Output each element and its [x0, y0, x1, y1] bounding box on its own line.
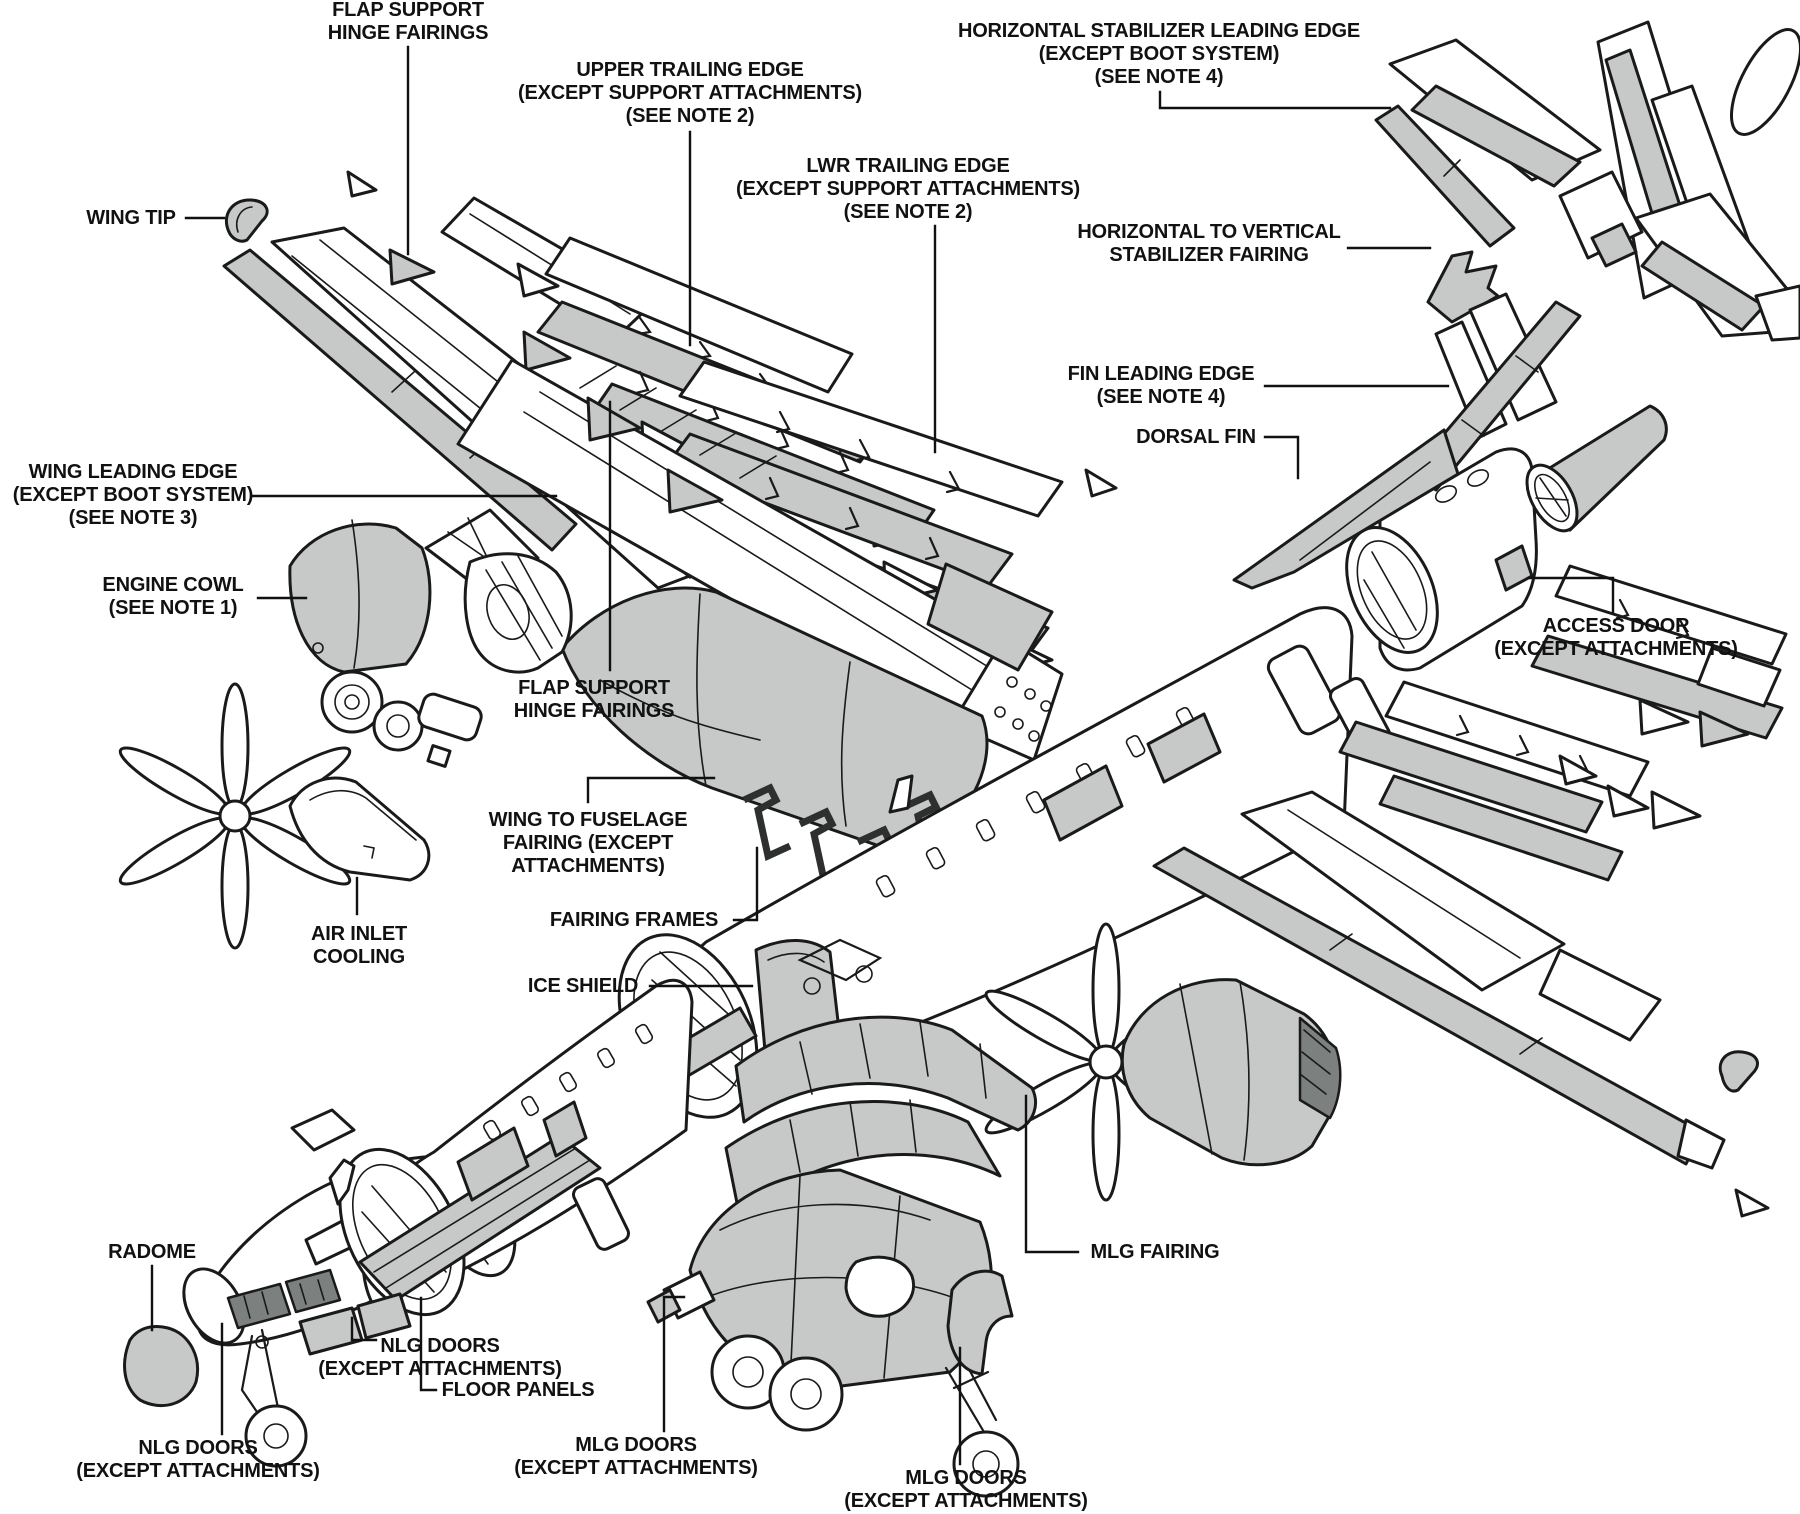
label-upper-trailing-edge: UPPER TRAILING EDGE (EXCEPT SUPPORT ATTA…	[517, 59, 863, 127]
part-mlg-door	[946, 1269, 1014, 1376]
part-left-engine-group	[118, 508, 573, 950]
label-lwr-trailing-edge: LWR TRAILING EDGE (EXCEPT SUPPORT ATTACH…	[735, 155, 1081, 223]
part-right-wing-group	[1152, 790, 1770, 1218]
label-wing-leading-edge: WING LEADING EDGE (EXCEPT BOOT SYSTEM) (…	[12, 461, 254, 529]
label-nlg-doors-nose: NLG DOORS (EXCEPT ATTACHMENTS)	[76, 1437, 320, 1482]
leader-mlg-fairing	[1024, 1094, 1080, 1254]
label-horizontal-to-vertical-stabilizer-fairing: HORIZONTAL TO VERTICAL STABILIZER FAIRIN…	[1077, 221, 1341, 266]
part-tail-cone	[1525, 404, 1668, 533]
label-flap-support-hinge-fairings-mid: FLAP SUPPORT HINGE FAIRINGS	[513, 677, 675, 722]
label-mlg-doors-left: MLG DOORS (EXCEPT ATTACHMENTS)	[514, 1434, 758, 1479]
leader-nlg-doors-fwd	[350, 1316, 378, 1342]
leader-lines	[150, 45, 1615, 1466]
label-mlg-doors-right: MLG DOORS (EXCEPT ATTACHMENTS)	[844, 1467, 1088, 1512]
part-mlg-group	[646, 1015, 1037, 1498]
label-wing-to-fuselage-fairing: WING TO FUSELAGE FAIRING (EXCEPT ATTACHM…	[488, 809, 688, 877]
part-forward-fuselage	[328, 979, 694, 1317]
part-tail-assembly	[1374, 20, 1800, 492]
leader-wing-to-fuselage-fairing	[586, 776, 716, 804]
leader-access-door	[1528, 576, 1615, 614]
label-floor-panels: FLOOR PANELS	[441, 1379, 595, 1401]
label-engine-cowl: ENGINE COWL (SEE NOTE 1)	[102, 574, 244, 619]
leader-fairing-frames	[732, 846, 759, 922]
leader-horizontal-stabilizer-leading-edge	[1158, 90, 1392, 110]
part-access-door	[1494, 544, 1534, 592]
leader-mlg-doors-left	[662, 1295, 686, 1433]
part-air-inlet	[288, 776, 431, 882]
part-wing-to-fuselage-fairing	[560, 562, 1054, 858]
label-wing-tip: WING TIP	[86, 207, 176, 229]
label-flap-support-hinge-fairings-top: FLAP SUPPORT HINGE FAIRINGS	[327, 0, 489, 44]
label-ice-shield: ICE SHIELD	[527, 975, 639, 997]
label-fin-leading-edge: FIN LEADING EDGE (SEE NOTE 4)	[1067, 363, 1255, 408]
part-far-right-cluster	[1530, 564, 1788, 818]
label-access-door: ACCESS DOOR (EXCEPT ATTACHMENTS)	[1494, 615, 1738, 660]
part-engine-cowl	[288, 522, 432, 674]
label-air-inlet-cooling: AIR INLET COOLING	[311, 923, 407, 968]
leader-dorsal-fin	[1263, 435, 1300, 480]
part-radome	[123, 1325, 199, 1408]
leader-floor-panels	[419, 1296, 438, 1392]
label-dorsal-fin: DORSAL FIN	[1136, 426, 1256, 448]
label-fairing-frames: FAIRING FRAMES	[549, 909, 719, 931]
part-dorsal-fin	[1232, 428, 1460, 590]
label-radome: RADOME	[108, 1241, 196, 1263]
part-nlg-group	[226, 1268, 412, 1468]
label-mlg-fairing: MLG FAIRING	[1090, 1241, 1220, 1263]
label-horizontal-stabilizer-leading-edge: HORIZONTAL STABILIZER LEADING EDGE (EXCE…	[957, 20, 1361, 88]
label-nlg-doors-fwd: NLG DOORS (EXCEPT ATTACHMENTS)	[318, 1335, 562, 1380]
